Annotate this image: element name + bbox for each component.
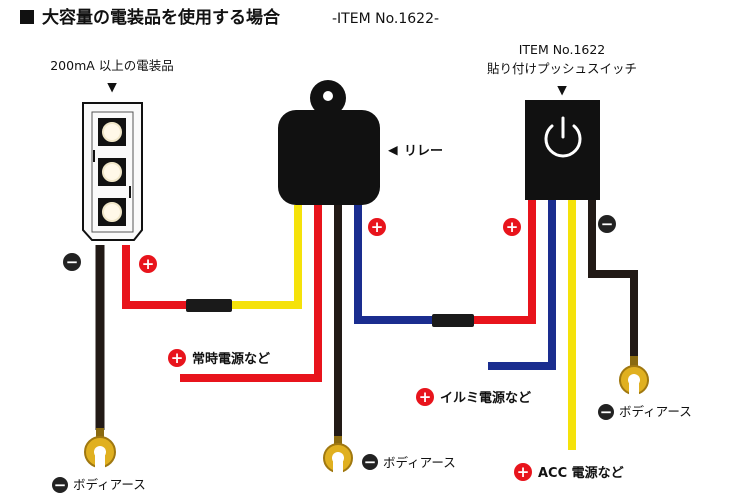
body-earth-label: ボディアース [383, 455, 456, 470]
power-icon [544, 124, 582, 158]
relay-yellow-wire [228, 205, 302, 309]
constant-power-label: 常時電源など [192, 351, 270, 367]
plus-badge-load: + [139, 255, 157, 273]
terminal-slot [629, 380, 639, 396]
minus-icon [598, 404, 614, 420]
svg-text:−: − [600, 403, 613, 421]
illumi-power-label-group: + イルミ電源など [416, 388, 531, 406]
body-earth-label-switch: − ボディアース [598, 403, 692, 421]
load-red-wire [122, 245, 190, 309]
relay-arrow-icon: ◀ [388, 142, 398, 157]
minus-icon [52, 477, 68, 493]
terminal-crimp [630, 356, 638, 366]
svg-text:+: + [517, 463, 530, 481]
svg-text:+: + [506, 218, 519, 236]
body-earth-label-load: − ボディアース [52, 476, 146, 494]
plus-icon [139, 255, 157, 273]
svg-text:+: + [419, 388, 432, 406]
terminal-crimp [96, 428, 104, 438]
switch-arrow-icon: ▼ [557, 82, 567, 97]
relay-label: リレー [404, 144, 443, 159]
switch-blue-wire [488, 200, 556, 370]
title-square-icon [20, 10, 34, 24]
terminal-hole [94, 446, 106, 458]
constant-power-label-group: + 常時電源など [168, 349, 270, 367]
diagram-title-item: -ITEM No.1622- [332, 11, 439, 27]
switch-name-label: 貼り付けプッシュスイッチ [487, 61, 637, 76]
plus-icon [368, 218, 386, 236]
switch-item-label: ITEM No.1622 [519, 42, 606, 57]
minus-badge-load: − [63, 253, 81, 271]
led-light-3 [102, 202, 122, 222]
acc-power-label-group: + ACC 電源など [514, 463, 624, 481]
plus-badge-relay: + [368, 218, 386, 236]
svg-text:−: − [66, 253, 79, 271]
plus-icon [503, 218, 521, 236]
relay-body [278, 110, 380, 205]
plus-icon [514, 463, 532, 481]
terminal-slot [95, 452, 105, 470]
relay-mount-hole [323, 91, 333, 101]
led-load-device [82, 102, 143, 241]
push-switch-component [525, 100, 600, 200]
minus-icon [63, 253, 81, 271]
load-arrow-icon: ▼ [107, 79, 117, 94]
ground-terminal-relay [323, 436, 353, 474]
illumi-power-label: イルミ電源など [440, 390, 531, 406]
relay-component [278, 80, 380, 205]
push-switch-body [525, 100, 600, 200]
wires [95, 200, 638, 450]
relay-blue-wire [354, 205, 436, 324]
switch-black-wire [588, 200, 638, 360]
relay-connector [432, 314, 474, 327]
load-label: 200mA 以上の電装品 [50, 58, 174, 73]
ground-terminal-switch [619, 356, 649, 396]
minus-icon [598, 215, 616, 233]
svg-text:−: − [364, 453, 377, 471]
terminal-crimp [334, 436, 342, 446]
plus-icon [168, 349, 186, 367]
svg-text:−: − [601, 215, 614, 233]
body-earth-label-relay: − ボディアース [362, 453, 456, 471]
minus-icon [362, 454, 378, 470]
svg-text:+: + [171, 349, 184, 367]
body-earth-label: ボディアース [619, 404, 692, 419]
terminal-hole [332, 452, 344, 464]
minus-badge-switch: − [598, 215, 616, 233]
terminal-hole [628, 374, 640, 386]
svg-text:+: + [371, 218, 384, 236]
diagram-title: 大容量の電装品を使用する場合 [42, 7, 281, 28]
plus-badge-switch: + [503, 218, 521, 236]
plus-icon [416, 388, 434, 406]
body-earth-label: ボディアース [73, 477, 146, 492]
svg-text:−: − [54, 476, 67, 494]
acc-power-label: ACC 電源など [538, 465, 624, 481]
svg-text:+: + [142, 255, 155, 273]
load-connector [186, 299, 232, 312]
led-strip-board [91, 111, 134, 233]
relay-red-wire [180, 205, 322, 382]
switch-red-wire [470, 200, 536, 324]
led-light-1 [102, 122, 122, 142]
terminal-slot [333, 458, 343, 474]
ground-terminal-load [84, 428, 116, 470]
led-light-2 [102, 162, 122, 182]
